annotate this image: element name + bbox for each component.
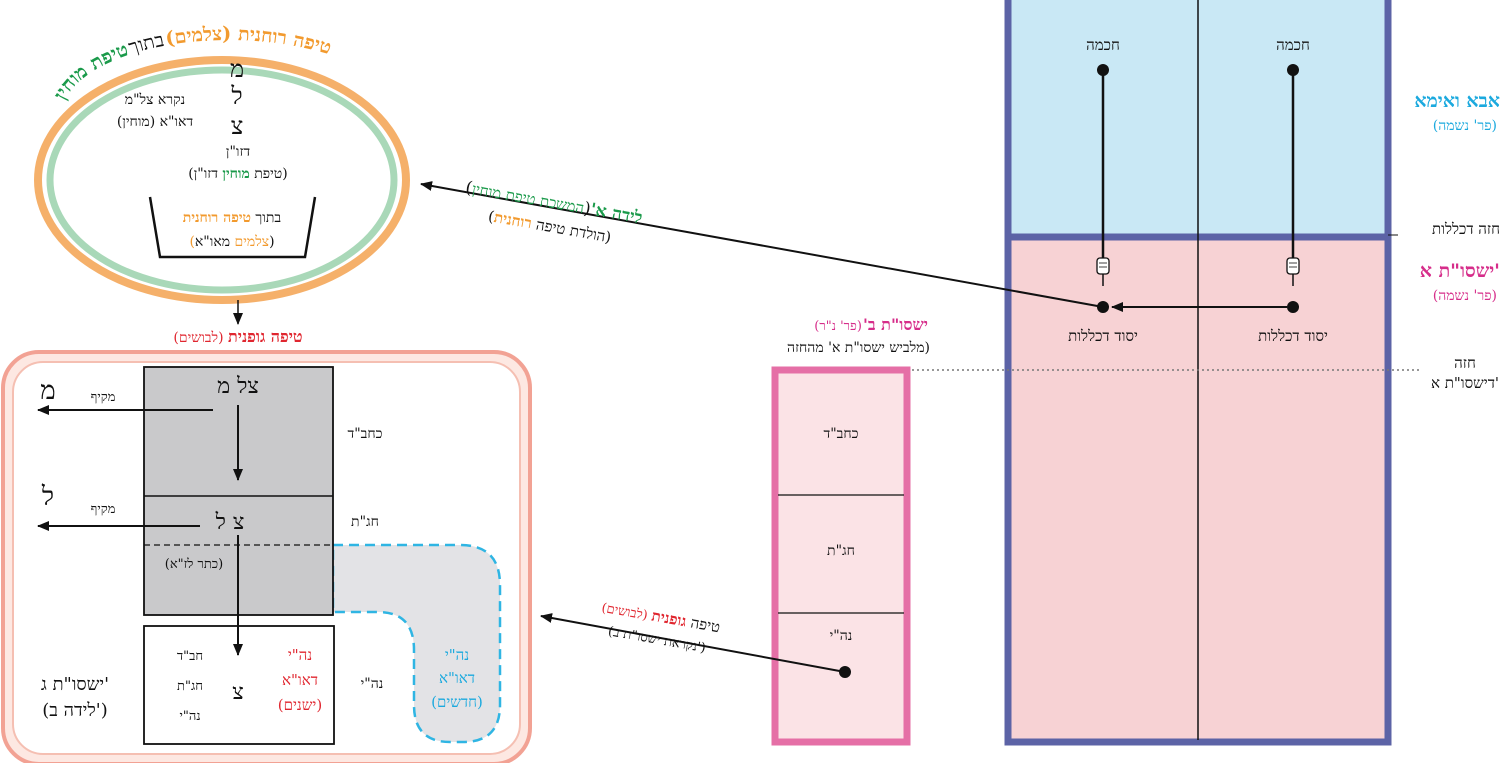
left-top-dot [1097, 64, 1109, 76]
center-tz: צ [232, 680, 244, 705]
birth-a-label: לידה א' (המשכת טיפת מוחין) (הולדת טיפה ר… [464, 178, 644, 247]
new-nhy-region [331, 543, 502, 744]
zon-paren: (טיפת מוחין דזו"ן) [188, 166, 287, 182]
lower-box-title: טיפה גופנית (לבושים) [173, 327, 302, 346]
left-yesod-label: יסוד דכללות [1068, 327, 1138, 345]
inner-ellipse [46, 66, 398, 294]
chaze-klalut-label: חזה דכללות [1432, 220, 1500, 238]
middle-subtitle: מלביש ישסו"ת א' מהחזה) [787, 340, 930, 356]
letter-tz: צ [231, 112, 244, 140]
zon-label: דזו"ן [226, 144, 250, 160]
bowl-line2: (צלמים מאו"א) [189, 234, 274, 250]
bowl-line1: בתוך טיפה רוחנית [183, 210, 282, 226]
ellipse-left-line2: דאו"א (מוחין) [117, 114, 194, 130]
physical-drop-arrow [540, 613, 846, 673]
middle-row-hgt: חג"ת [827, 543, 855, 559]
pointing-hand-icon [1096, 257, 1110, 286]
middle-title: ישסו"ת ב' (פר' נ"ר) [814, 315, 928, 334]
letter-m: מ [230, 55, 244, 83]
right-yesod-label: יסוד דכללות [1258, 327, 1328, 345]
middle-column-box [771, 366, 911, 746]
aba-imma-label: אבא ואימא [1414, 90, 1500, 112]
right-col-top-label: חכמה [1276, 36, 1310, 54]
right-top-dot [1287, 64, 1299, 76]
right-panel-frame [1004, 0, 1392, 746]
pointing-hand-icon [1286, 257, 1300, 286]
left-col-top-label: חכמה [1086, 36, 1120, 54]
big-l: ל [41, 482, 54, 512]
chaze-yishsut-label-1: חזה [1454, 354, 1476, 372]
old-nhy-line3: (ישנים) [278, 696, 322, 714]
tzel-m-label: צל מ [217, 374, 259, 399]
middle-column: ישסו"ת ב' (פר' נ"ר) מלביש ישסו"ת א' מהחז… [771, 315, 930, 746]
ellipse-left-line1: נקרא צל"מ [125, 92, 185, 108]
yishsut-a-label: ישסו"ת א' [1420, 260, 1500, 282]
bowl-shape [148, 196, 317, 259]
nhy-side-label: נה"י [361, 676, 384, 692]
old-nhy-line2: דאו"א [282, 671, 318, 689]
new-nhy-line2: דאו"א [439, 669, 475, 687]
letter-l: ל [230, 82, 242, 110]
tz-l-label: צ ל [215, 510, 245, 535]
inner-kchbd: חב"ד [177, 649, 203, 664]
birth-b-label: (לידה ב') [42, 700, 108, 721]
kchbd-side-label: כחב"ד [347, 426, 382, 442]
chaze-yishsut-label-2: דישסו"ת א' [1431, 374, 1499, 392]
physical-drop-label: טיפה גופנית (לבושים) (נקראת ישסו"ת ב') [600, 601, 721, 656]
right-yesod-dot [1287, 301, 1299, 313]
birth-a-arrow [420, 181, 1104, 308]
inner-nhy: נה"י [179, 709, 200, 724]
old-nhy-line1: נה"י [288, 646, 312, 664]
outer-ellipse [34, 56, 410, 304]
yishsut-a-sub: (פר' נשמה) [1433, 288, 1497, 304]
makif-label-1: מקיף [91, 390, 116, 405]
inner-hgt: חג"ת [177, 679, 203, 694]
big-m: מ [40, 376, 55, 406]
middle-row-kchbd: כחב"ד [823, 426, 858, 442]
new-nhy-line3: (חדשים) [431, 693, 483, 711]
hgt-side-label: חג"ת [351, 514, 379, 530]
physical-drop-box: טיפה גופנית (לבושים) צל מ צ ל (כתר לז"א)… [1, 327, 532, 763]
middle-row-nhy: נה"י [830, 628, 853, 644]
aba-imma-sub: (פר' נשמה) [1433, 118, 1497, 134]
yishsut-g-label: ישסו"ת ג' [41, 674, 109, 695]
new-nhy-line1: נה"י [445, 646, 469, 664]
right-panel: חכמה חכמה יסוד דכללות יסוד דכללות אבא וא… [1004, 0, 1500, 746]
keter-label: (כתר לז"א) [165, 557, 223, 572]
makif-label-2: מקיף [91, 502, 116, 517]
mochin-ellipse: טיפה רוחנית (צלמים) בתוך טיפת מוחין מ ל … [34, 23, 410, 304]
